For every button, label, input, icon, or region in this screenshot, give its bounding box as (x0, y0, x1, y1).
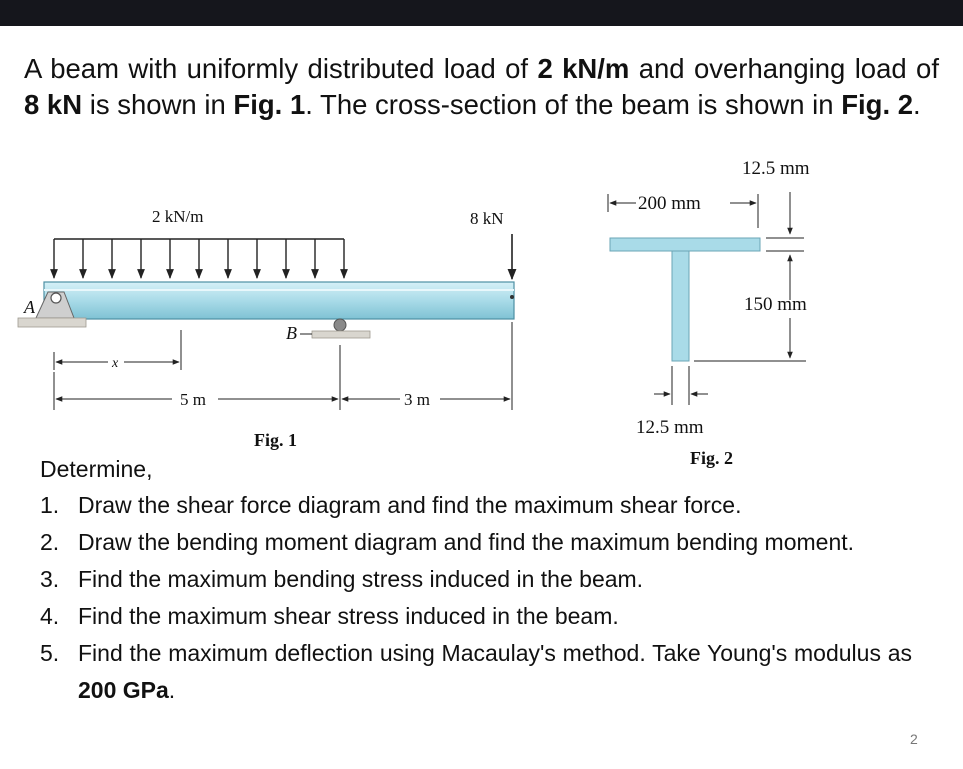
task-item: 4.Find the maximum shear stress induced … (40, 603, 619, 629)
fig1-caption: Fig. 1 (254, 430, 297, 450)
web (671, 250, 690, 362)
task-item: 1.Draw the shear force diagram and find … (40, 492, 742, 518)
support-a-label: A (23, 297, 36, 317)
flange (609, 237, 761, 252)
udl-label: 2 kN/m (152, 207, 203, 226)
top-thickness-label: 12.5 mm (742, 158, 810, 179)
task-item: 3.Find the maximum bending stress induce… (40, 566, 644, 592)
fig2-t-section: 12.5 mm 200 mm 150 mm 12.5 mm (607, 158, 810, 468)
determine-heading: Determine, (40, 456, 153, 482)
x-label: x (111, 356, 119, 371)
figures: 2 kN/m 8 kN A B x (17, 158, 810, 468)
support-b-label: B (286, 323, 297, 343)
beam-body (43, 281, 515, 320)
span-dimensions (53, 322, 513, 410)
support-b-roller (311, 318, 371, 339)
web-height-label: 150 mm (744, 294, 807, 315)
top-bar (0, 0, 963, 26)
fig2-caption: Fig. 2 (690, 448, 733, 468)
task-item: 2.Draw the bending moment diagram and fi… (40, 529, 855, 555)
task-item: 5.Find the maximum deflection using Maca… (40, 640, 912, 703)
span2-label: 3 m (404, 390, 430, 409)
task-list: 1.Draw the shear force diagram and find … (40, 487, 912, 709)
problem-intro: A beam with uniformly distributed load o… (24, 53, 939, 120)
page-number: 2 (910, 731, 918, 747)
support-a-pin (17, 291, 87, 328)
udl-arrows (50, 238, 348, 279)
x-dimension (53, 330, 182, 370)
fig1-beam-diagram: 2 kN/m 8 kN A B x (17, 207, 517, 450)
web-thickness-label: 12.5 mm (636, 417, 704, 438)
span1-label: 5 m (180, 390, 206, 409)
flange-width-label: 200 mm (638, 193, 701, 214)
point-load-label: 8 kN (470, 209, 504, 228)
